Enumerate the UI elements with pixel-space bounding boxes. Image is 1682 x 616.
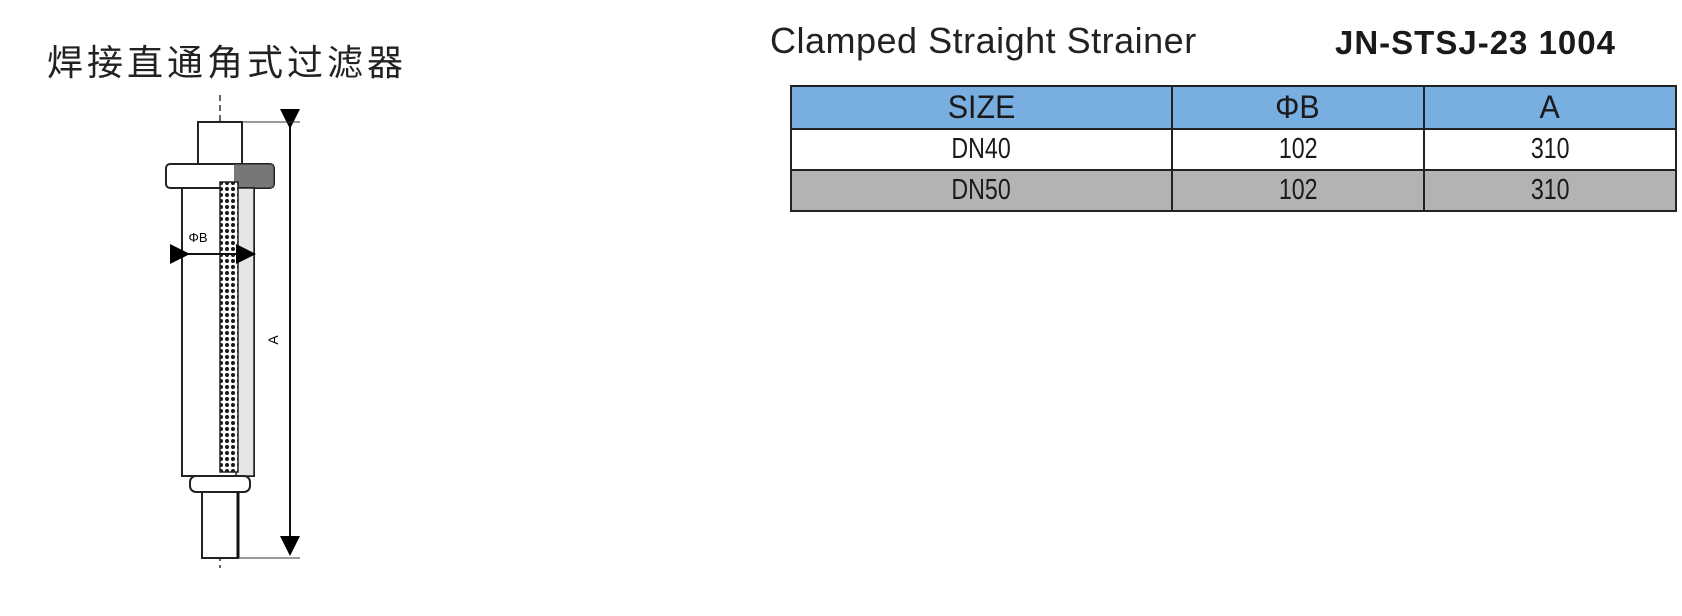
table-header-row: SIZE ΦB A	[790, 85, 1678, 130]
page-title-english: Clamped Straight Strainer	[770, 20, 1197, 61]
cell-length: 310	[1422, 128, 1678, 171]
dimension-b-label: ΦB	[188, 230, 207, 245]
header-diameter: ΦB	[1170, 85, 1425, 130]
cell-diameter: 102	[1170, 128, 1425, 171]
cell-size: DN40	[790, 128, 1173, 171]
cell-diameter: 102	[1170, 169, 1425, 212]
header-length: A	[1422, 85, 1678, 130]
spec-table: SIZE ΦB A DN40 102 310 DN50 102 310	[790, 85, 1678, 212]
header-size: SIZE	[790, 85, 1173, 130]
strainer-drawing: A ΦB	[165, 95, 300, 568]
top-pipe	[197, 121, 243, 165]
page-title-chinese: 焊接直通角式过滤器	[47, 43, 408, 84]
cell-size: DN50	[790, 169, 1173, 212]
mesh-screen	[219, 181, 239, 473]
cell-length: 310	[1422, 169, 1678, 212]
bottom-neck	[189, 475, 251, 493]
dimension-a-label: A	[265, 335, 281, 345]
model-code: JN-STSJ-23 1004	[1335, 24, 1616, 61]
table-row: DN40 102 310	[790, 128, 1678, 171]
bottom-pipe	[201, 491, 239, 559]
table-row: DN50 102 310	[790, 169, 1678, 212]
